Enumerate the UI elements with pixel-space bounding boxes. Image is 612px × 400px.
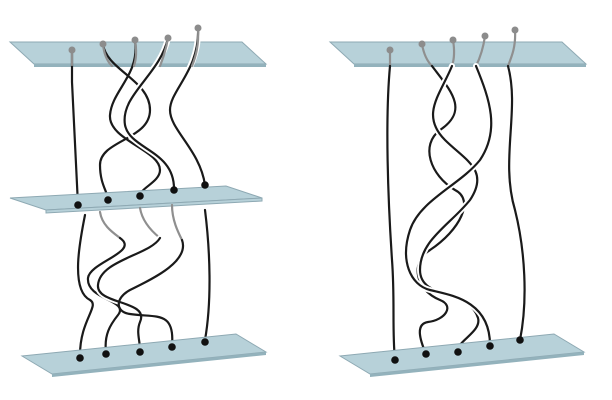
right-top-plate bbox=[328, 41, 588, 67]
pin bbox=[201, 338, 209, 346]
pin bbox=[164, 34, 172, 42]
right-bottom-plate bbox=[338, 333, 586, 377]
pin bbox=[386, 46, 394, 54]
pin bbox=[194, 24, 202, 32]
left-bottom-plate bbox=[20, 333, 268, 377]
pin bbox=[449, 36, 457, 44]
pin bbox=[168, 343, 176, 351]
pin bbox=[102, 350, 110, 358]
pin bbox=[76, 354, 84, 362]
left-top-plate-pins bbox=[68, 24, 202, 54]
left-middle-plate-pins bbox=[74, 181, 209, 209]
pin bbox=[391, 356, 399, 364]
pin bbox=[516, 336, 524, 344]
left-panel bbox=[8, 24, 268, 377]
pin bbox=[136, 192, 144, 200]
pin bbox=[131, 36, 139, 44]
pin bbox=[68, 46, 76, 54]
pin bbox=[481, 32, 489, 40]
left-bottom-plate-pins bbox=[76, 338, 209, 362]
pin bbox=[486, 342, 494, 350]
right-bottom-plate-pins bbox=[391, 336, 524, 364]
pin bbox=[418, 40, 426, 48]
pin bbox=[511, 26, 519, 34]
left-top-plate bbox=[8, 41, 268, 67]
pin bbox=[74, 201, 82, 209]
right-braid bbox=[386, 28, 526, 362]
left-middle-plate bbox=[9, 185, 263, 214]
right-panel bbox=[328, 26, 588, 377]
pin bbox=[170, 186, 178, 194]
right-top-plate-pins bbox=[386, 26, 519, 54]
pin bbox=[201, 181, 209, 189]
pin bbox=[454, 348, 462, 356]
pin bbox=[136, 348, 144, 356]
pin bbox=[99, 40, 107, 48]
pin bbox=[104, 196, 112, 204]
pin bbox=[422, 350, 430, 358]
left-lower-braid bbox=[77, 203, 211, 357]
